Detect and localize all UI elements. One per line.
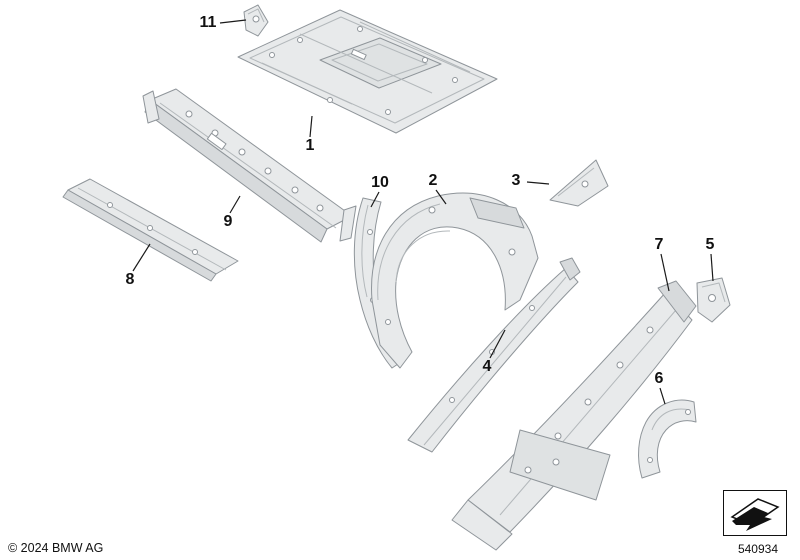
leader-lines bbox=[132, 19, 714, 405]
leader-line-5 bbox=[710, 253, 714, 282]
part-5-bracket bbox=[696, 277, 731, 323]
callout-3[interactable]: 3 bbox=[511, 172, 521, 189]
callout-9[interactable]: 9 bbox=[223, 213, 233, 230]
callout-8[interactable]: 8 bbox=[125, 271, 135, 288]
part-2-wheelhouse bbox=[371, 192, 539, 369]
leader-line-8 bbox=[132, 243, 151, 272]
part-11-bracket bbox=[243, 4, 269, 37]
part-3-gusset bbox=[549, 159, 609, 207]
diagram-number: 540934 bbox=[737, 542, 778, 556]
leader-line-6 bbox=[659, 387, 666, 405]
callout-6[interactable]: 6 bbox=[654, 370, 664, 387]
callout-4[interactable]: 4 bbox=[482, 358, 492, 375]
callout-10[interactable]: 10 bbox=[371, 174, 389, 191]
callout-7[interactable]: 7 bbox=[654, 236, 664, 253]
callout-1[interactable]: 1 bbox=[305, 137, 315, 154]
leader-line-10 bbox=[370, 191, 380, 208]
copyright-text: © 2024 BMW AG bbox=[8, 541, 104, 555]
callout-2[interactable]: 2 bbox=[428, 172, 438, 189]
leader-line-2 bbox=[435, 189, 447, 205]
part-7-longitudinal-rail bbox=[451, 280, 697, 551]
part-6-support bbox=[638, 399, 697, 479]
leader-line-7 bbox=[660, 253, 670, 292]
leader-line-1 bbox=[309, 115, 313, 138]
leader-line-11 bbox=[219, 19, 247, 24]
part-1-floor-panel bbox=[237, 9, 498, 134]
leader-line-9 bbox=[229, 195, 241, 214]
callout-11[interactable]: 11 bbox=[199, 14, 217, 31]
part-8-strip bbox=[62, 178, 239, 282]
callout-5[interactable]: 5 bbox=[705, 236, 715, 253]
leader-line-3 bbox=[526, 181, 550, 185]
part-4-side-member bbox=[407, 257, 581, 453]
leader-line-4 bbox=[489, 329, 506, 359]
part-9-cross-member bbox=[142, 88, 357, 243]
footnote-symbol-box bbox=[723, 490, 787, 536]
diagonal-sheet-arrow-icon bbox=[730, 498, 780, 531]
